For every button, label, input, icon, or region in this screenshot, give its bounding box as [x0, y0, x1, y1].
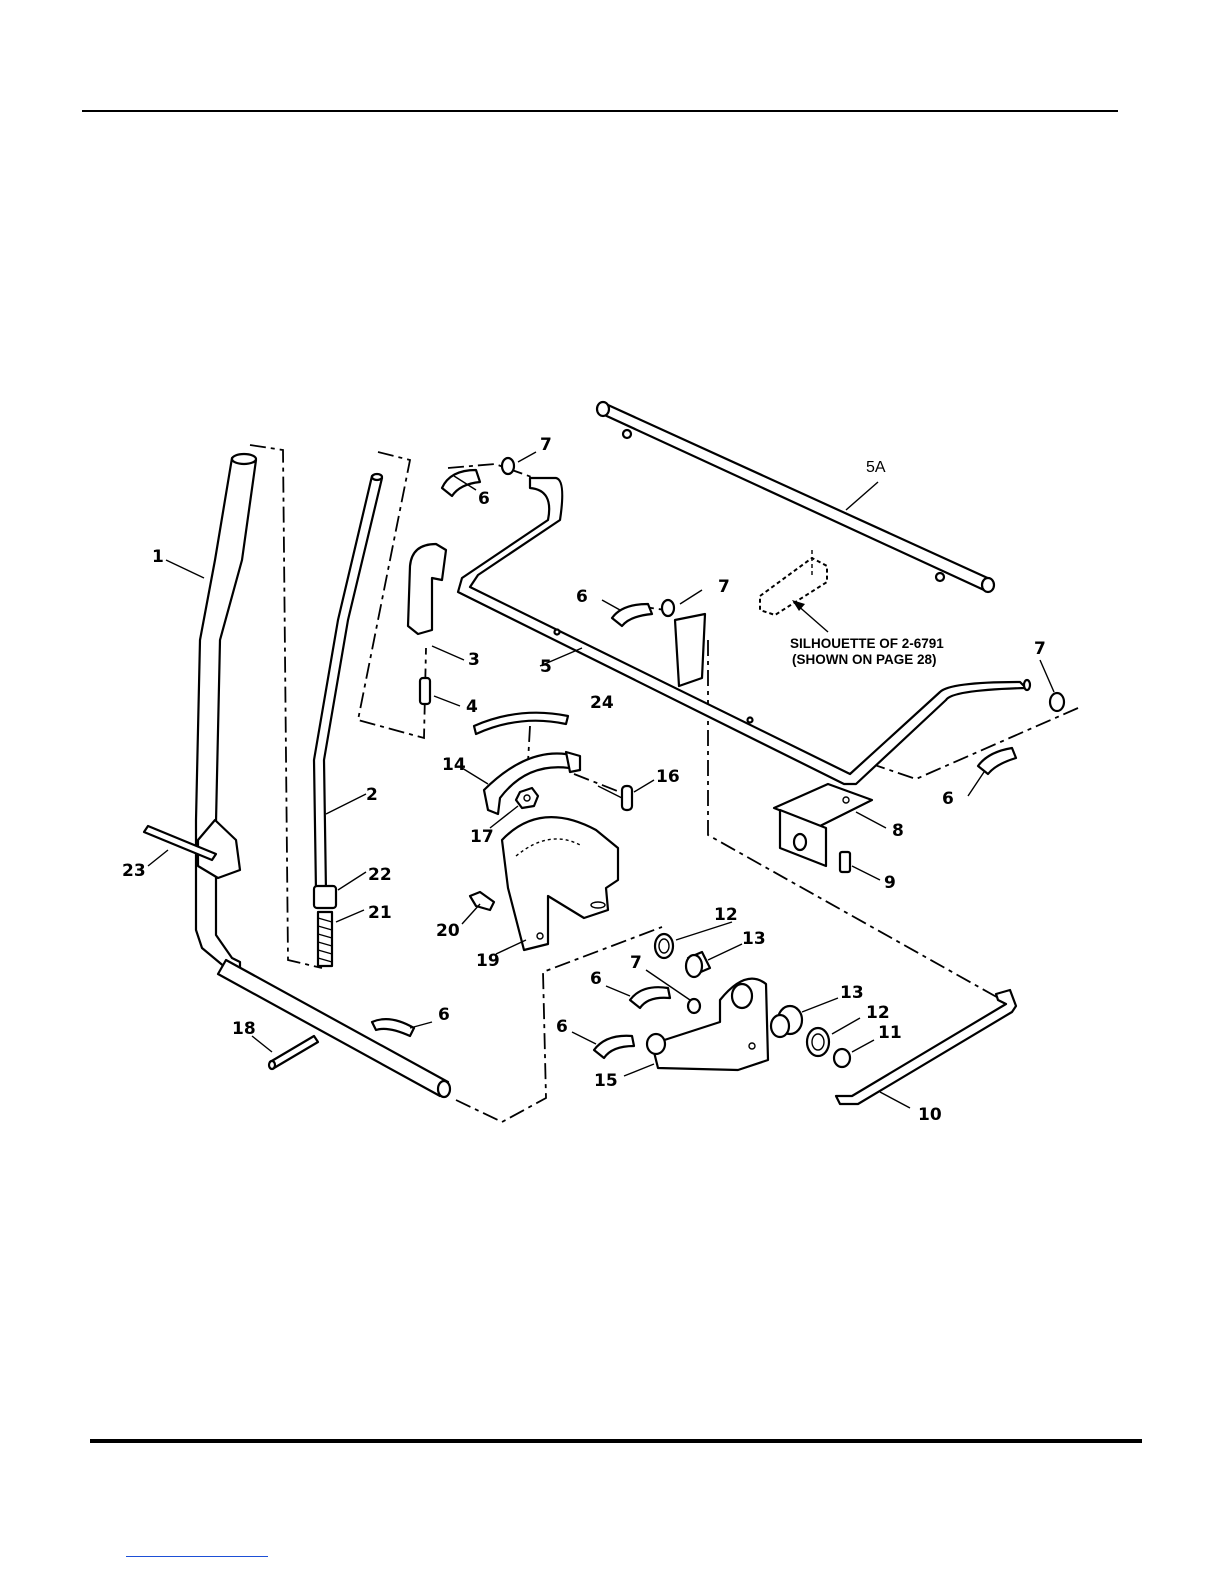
callout-13-left: 13 [742, 929, 766, 949]
part-5a-tube [597, 402, 994, 592]
callout-8: 8 [892, 821, 904, 841]
part-10-rod [836, 990, 1016, 1104]
callout-2: 2 [366, 785, 378, 805]
part-13-bushing-left [686, 952, 710, 977]
note-line-1: SILHOUETTE OF 2-6791 [790, 636, 944, 651]
part-7-washer-right [1050, 693, 1064, 711]
part-7-washer-mid [662, 600, 674, 616]
callout-17: 17 [470, 827, 494, 847]
part-24-arc [474, 713, 568, 734]
callout-6-lower-b: 6 [556, 1017, 568, 1037]
callout-6-handle: 6 [438, 1005, 450, 1025]
callout-7-mid: 7 [718, 577, 730, 597]
silhouette-bracket [760, 550, 827, 615]
part-8-bracket [774, 784, 872, 866]
callout-12-left: 12 [714, 905, 738, 925]
callout-22: 22 [368, 865, 392, 885]
note-line-2: (SHOWN ON PAGE 28) [792, 652, 937, 667]
callout-9: 9 [884, 873, 896, 893]
part-4-pin [420, 678, 430, 704]
part-21-spring [318, 912, 332, 966]
part-11-nut [834, 1049, 850, 1067]
callout-12-right: 12 [866, 1003, 890, 1023]
part-12-washer-left [655, 934, 673, 958]
assembly-line-handle [250, 445, 322, 968]
callout-6-lower-a: 6 [590, 969, 602, 989]
callout-5: 5 [540, 657, 552, 677]
part-19-bracket [502, 817, 618, 950]
callout-21: 21 [368, 903, 392, 923]
part-3-grip [408, 544, 446, 634]
callout-18: 18 [232, 1019, 256, 1039]
part-6-clip-lower-a [630, 987, 670, 1008]
assembly-line-arc [528, 726, 530, 762]
callout-7-right: 7 [1034, 639, 1046, 659]
callout-5a: 5A [866, 459, 886, 476]
part-6-clip-handle [372, 1019, 414, 1036]
silhouette-arrow [792, 600, 828, 632]
callout-15: 15 [594, 1071, 618, 1091]
callout-14: 14 [442, 755, 466, 775]
silhouette-note: SILHOUETTE OF 2-6791 (SHOWN ON PAGE 28) [790, 636, 944, 667]
part-6-clip-lower-b [594, 1034, 665, 1058]
callout-24: 24 [590, 693, 614, 713]
part-9-screw [840, 852, 850, 872]
part-20-bolt [470, 892, 494, 910]
part-12-washer-right [807, 1028, 829, 1056]
callout-16: 16 [656, 767, 680, 787]
part-17-nut [516, 788, 538, 808]
part-7-washer-lower [688, 999, 700, 1013]
callout-7-lower: 7 [630, 953, 642, 973]
callout-3: 3 [468, 650, 480, 670]
part-18-pin [269, 1036, 318, 1069]
callout-6-mid: 6 [576, 587, 588, 607]
part-22-spacer [314, 886, 336, 908]
part-2-rod [314, 474, 382, 892]
part-13-bushing-right [771, 1006, 802, 1037]
part-6-clip-mid [612, 604, 652, 626]
callout-4: 4 [466, 697, 478, 717]
callout-20: 20 [436, 921, 460, 941]
part-6-clip-top [442, 470, 480, 496]
callout-6-top: 6 [478, 489, 490, 509]
callout-11: 11 [878, 1023, 902, 1043]
callout-10: 10 [918, 1105, 942, 1125]
callout-7-top: 7 [540, 435, 552, 455]
callout-13-right: 13 [840, 983, 864, 1003]
part-5-rod [458, 478, 1030, 784]
callout-1: 1 [152, 547, 164, 567]
callout-19: 19 [476, 951, 500, 971]
callout-6-right: 6 [942, 789, 954, 809]
part-6-clip-right [978, 748, 1016, 774]
callouts: 1 2 3 4 5 5A 6 7 6 7 7 6 8 9 10 11 12 12… [122, 435, 1046, 1125]
callout-23: 23 [122, 861, 146, 881]
part-7-washer-top [502, 458, 514, 474]
